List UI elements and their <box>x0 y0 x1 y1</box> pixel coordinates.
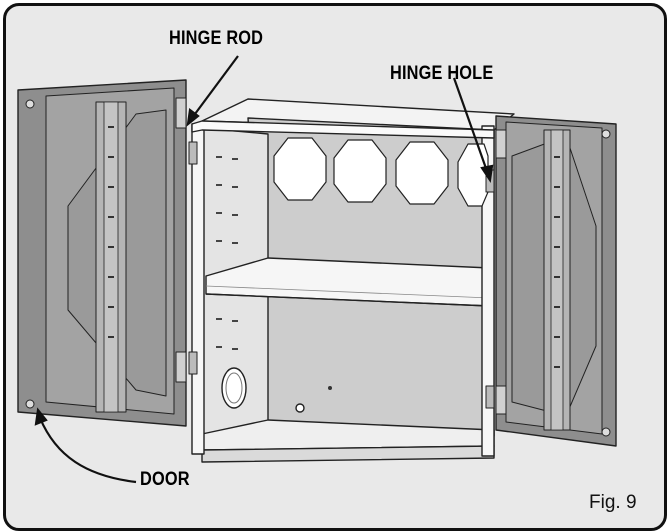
figure-caption: Fig. 9 <box>589 492 637 513</box>
left-door <box>17 79 187 427</box>
cabinet-assembly-illustration <box>17 55 617 484</box>
side-slots <box>216 156 238 350</box>
right-door <box>495 115 617 447</box>
cabinet <box>188 98 515 463</box>
figure-frame: HINGE ROD HINGE HOLE DOOR Fig. 9 <box>3 3 667 531</box>
hinge-rod-leader <box>191 55 239 119</box>
door-leader <box>38 417 137 484</box>
door-label: DOOR <box>140 469 190 490</box>
left-front-stile <box>191 123 205 455</box>
hinge-rod-label: HINGE ROD <box>169 28 264 49</box>
octagon-cutouts <box>273 137 489 207</box>
hinge-hole-leader <box>452 77 490 175</box>
hinge-hole-label: HINGE HOLE <box>390 63 494 84</box>
leader-lines <box>34 55 494 484</box>
right-front-stile <box>481 125 495 457</box>
cabinet-base <box>201 445 495 463</box>
